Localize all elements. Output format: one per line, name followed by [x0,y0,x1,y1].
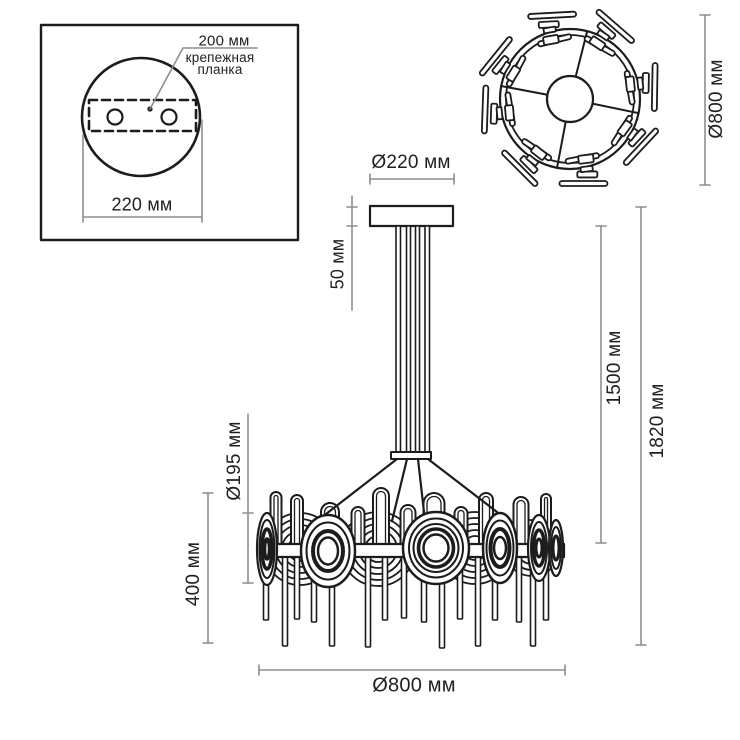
suspension-rods [395,225,431,454]
mounting-bracket-dashed [87,98,198,133]
top-view-rod-clusters [478,8,660,187]
mount-hole-right [160,108,178,126]
body-hanging-rods [262,555,550,649]
top-view-diameter-label: Ø800 мм [706,59,727,139]
body-height-label: 400 мм [183,541,204,607]
suspension-length-label: 1500 мм [604,330,625,406]
rod-connector [390,451,432,460]
canopy-height-label: 50 мм [327,238,348,290]
mount-width-label: 220 мм [111,194,173,215]
ceiling-cup-circle [80,56,202,178]
top-view [478,8,660,187]
canopy-diameter-label: Ø220 мм [371,152,451,173]
suspension-cables [324,457,499,523]
top-view-ring-outer [498,27,642,171]
body-diameter-label: Ø800 мм [372,674,456,697]
mount-hole-left [106,108,124,126]
mount-bracket-label-line1: крепежная [185,50,255,65]
mount-bracket-label-line2: планка [197,62,243,77]
leader-line [149,47,258,110]
front-view [255,204,566,649]
mounting-plate-dimensions [82,47,258,223]
mount-offset-label: 200 мм [198,32,250,50]
mounting-plate-view [39,23,300,242]
total-height-label: 1820 мм [647,383,668,459]
disc-diameter-label: Ø195 мм [224,421,245,501]
ceiling-canopy [368,204,455,228]
dimension-lines [202,14,711,676]
top-view-hub [545,74,595,124]
body-discs [255,510,565,589]
